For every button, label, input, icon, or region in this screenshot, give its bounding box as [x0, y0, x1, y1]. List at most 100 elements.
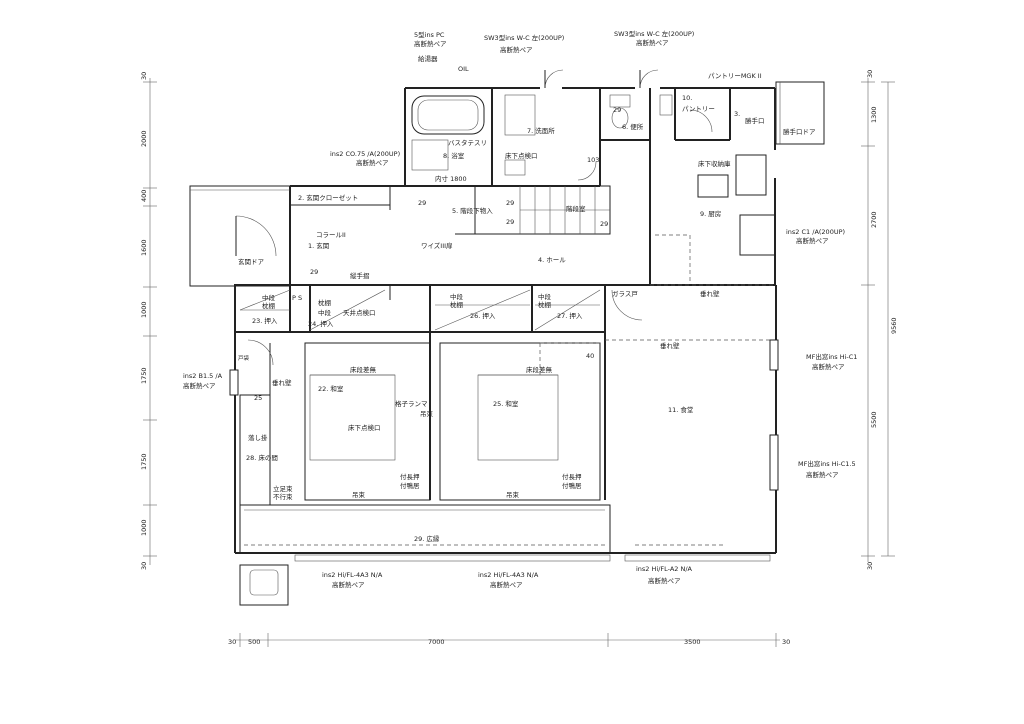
label-katteguchi-door: 勝手口ドア: [783, 127, 816, 136]
room-closet-entrance: 2. 玄関クローゼット: [298, 193, 358, 202]
dim-left-2: 2000: [140, 130, 148, 147]
label-tsukenageshi1: 付長押: [400, 472, 420, 481]
label-tsukekamoi1: 付鴨居: [400, 481, 420, 490]
window-4-name: ins2 CO.75 /A(200UP): [330, 150, 400, 158]
label-makura1: 枕棚: [318, 298, 332, 307]
label-toko-dansa1: 床段差無: [350, 365, 377, 374]
label-chudan3: 中段: [450, 292, 464, 301]
label-tsukenageshi2: 付長押: [562, 472, 582, 481]
room-bath: 8. 浴室: [443, 151, 465, 160]
room-stair-storage: 5. 階段下物入: [452, 206, 493, 215]
label-chudan2: 中段: [318, 308, 332, 317]
label-tarekabe2: 垂れ壁: [272, 378, 292, 387]
label-chudan4b: 枕棚: [538, 300, 552, 309]
label-bath-hatch: 床下点検口: [505, 151, 538, 160]
label-tsurito2: 吊束: [352, 491, 366, 499]
window-4-spec: 高断熱ペア: [356, 158, 389, 167]
room-oshiire24: 24. 押入: [308, 319, 334, 328]
label-chudan4: 中段: [538, 292, 552, 301]
label-otoshigake: 落し掛: [248, 433, 268, 442]
label-tarekabe1: 垂れ壁: [700, 289, 720, 298]
label-bath-inner: 内寸 1800: [435, 174, 467, 183]
label-glass-door: ガラス戸: [612, 289, 638, 298]
label-oil: OIL: [458, 65, 469, 73]
window-markers: [229, 339, 779, 606]
mark-25: 25: [254, 394, 262, 402]
dim-left-9: 30: [140, 562, 148, 570]
mark-29b: 29: [506, 199, 514, 207]
label-chudan1: 中段: [262, 293, 276, 302]
room-washroom: 7. 洗面所: [527, 126, 555, 135]
label-tsukekamoi2: 付鴨居: [562, 481, 582, 490]
mark-29e: 29: [600, 220, 608, 228]
window-2-name: SW3型ins W-C 左(200UP): [484, 33, 564, 42]
mark-29d: 29: [310, 268, 318, 276]
label-underfloor-storage: 床下収納庫: [698, 159, 731, 168]
dim-left-1: 30: [140, 72, 148, 80]
room-oshiire27: 27. 押入: [557, 311, 583, 320]
room-3: 3.: [734, 110, 740, 118]
room-kitchen: 9. 厨房: [700, 209, 721, 218]
label-genkan-door: 玄関ドア: [238, 257, 265, 266]
dim-bottom-1: 30: [228, 638, 236, 646]
window-8-spec: 高断熱ペア: [183, 381, 216, 390]
dim-bottom-5: 30: [782, 638, 790, 646]
label-chudan1b: 枕棚: [262, 301, 276, 310]
room-tokonoma: 28. 床の間: [246, 453, 278, 462]
label-pantry-window: パントリーMGK II: [708, 72, 762, 80]
room-oshiire23: 23. 押入: [252, 316, 278, 325]
dim-left-6: 1750: [140, 367, 148, 384]
dim-right-6: 30: [866, 562, 874, 570]
room-engawa: 29. 広縁: [414, 534, 440, 543]
label-yukashita1: 床下点検口: [348, 423, 381, 432]
mark-29c: 29: [506, 218, 514, 226]
label-pantry-name: パントリー: [682, 105, 715, 113]
interior-walls: [235, 88, 776, 554]
label-wiz-door: ワイズIII扉: [421, 241, 453, 250]
label-toko-dansa2: 床段差無: [526, 365, 553, 374]
label-chudan3b: 枕棚: [450, 300, 464, 309]
window-6-spec: 高断熱ペア: [812, 362, 845, 371]
mark-29f: 29: [613, 106, 621, 114]
label-tarekabe3: 垂れ壁: [660, 341, 680, 350]
window-1-name: 5型ins PC: [414, 30, 445, 39]
window-2-spec: 高断熱ペア: [500, 45, 533, 54]
room-toilet: 6. 便所: [622, 122, 644, 131]
label-tsuka2: 吊束: [506, 491, 520, 499]
label-katteguchi: 勝手口: [745, 116, 765, 125]
dim-right-1: 1300: [870, 106, 878, 123]
label-wall-pocket: 戸袋: [238, 354, 250, 362]
dim-left-3: 400: [140, 190, 148, 202]
label-tatehashira: 立足束: [273, 484, 293, 493]
dim-left-4: 1600: [140, 239, 148, 256]
label-stair-storage2: 階段室: [566, 204, 586, 213]
window-1-spec: 高断熱ペア: [414, 39, 447, 48]
label-bath-rail: バスタテスリ: [448, 138, 487, 147]
label-ps: P S: [292, 294, 302, 302]
label-tenjo-hatch: 天井点検口: [343, 308, 376, 317]
window-10-name: ins2 Hi/FL-4A3 N/A: [478, 571, 539, 579]
label-fushibashira: 不行束: [273, 492, 293, 501]
room-washitsu25: 25. 和室: [493, 399, 519, 408]
doors: [247, 69, 713, 366]
room-10: 10.: [682, 94, 692, 102]
label-colonial: コラールII: [316, 231, 346, 239]
dim-bottom-3: 7000: [428, 638, 445, 646]
window-11-spec: 高断熱ペア: [648, 576, 681, 585]
mark-103: 103: [587, 156, 599, 164]
window-5-name: ins2 C1 /A(200UP): [786, 228, 845, 236]
back-door-porch: [775, 81, 825, 145]
room-hall: 4. ホール: [538, 256, 566, 264]
window-7-name: MF出窓ins Hi-C1.5: [798, 459, 856, 468]
window-9-spec: 高断熱ペア: [332, 580, 365, 589]
window-7-spec: 高断熱ペア: [806, 470, 839, 479]
mark-40: 40: [586, 352, 594, 360]
room-oshiire26: 26. 押入: [470, 311, 496, 320]
dim-right-4: 9560: [890, 317, 898, 334]
dim-right-2: 2700: [870, 211, 878, 228]
window-9-name: ins2 Hi/FL-4A3 N/A: [322, 571, 383, 579]
entrance-porch: [189, 185, 291, 287]
label-tsurito1: 吊束: [420, 410, 434, 418]
label-koshiranma: 格子ランマ: [395, 399, 428, 408]
